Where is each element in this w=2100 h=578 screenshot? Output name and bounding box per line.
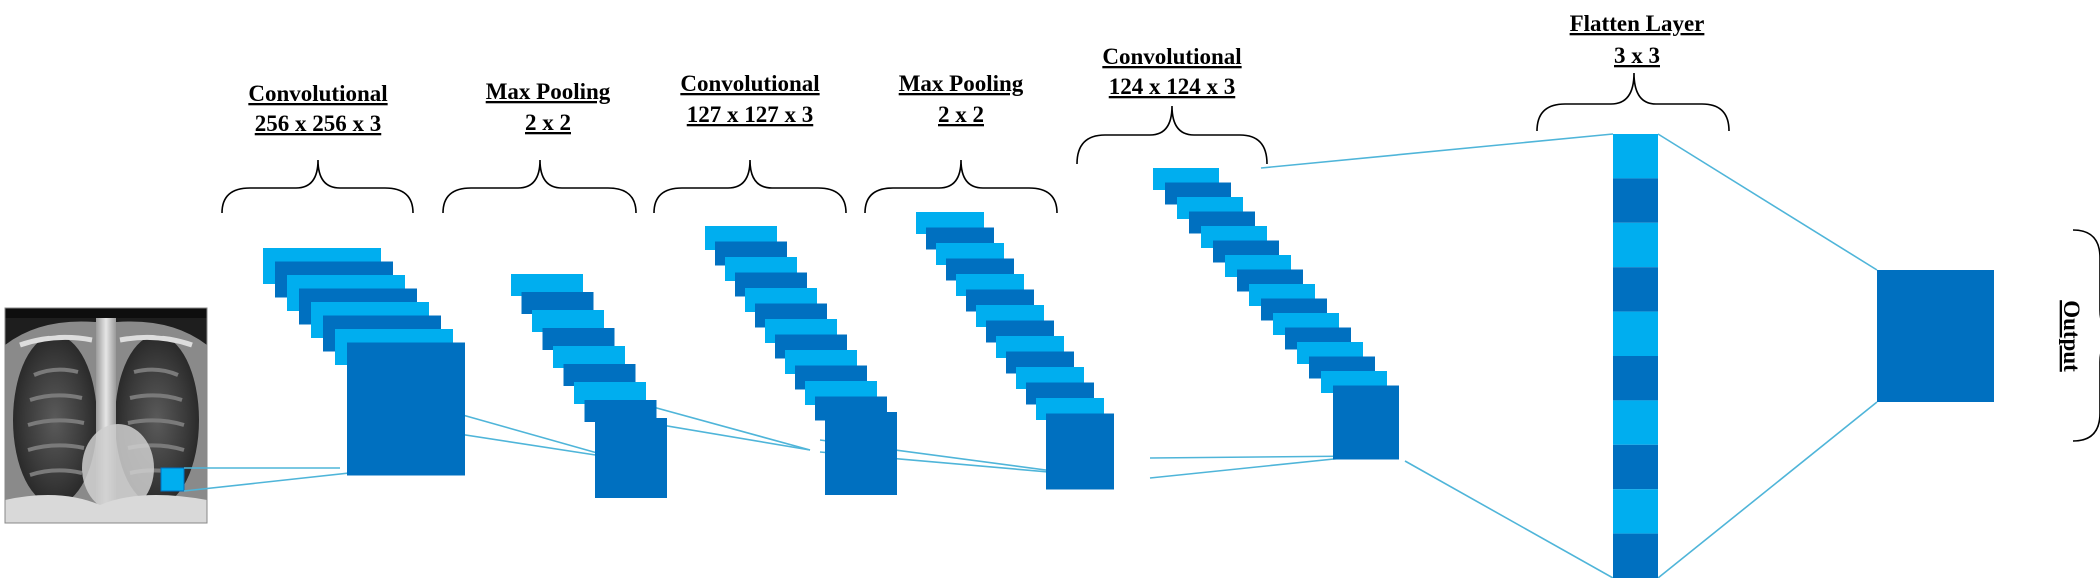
feature-map-stacks [263, 168, 1399, 498]
feature-map-layer [542, 328, 615, 350]
pool2-title: Max Pooling [899, 71, 1024, 96]
conv2-bracket [653, 159, 847, 214]
feature-map-layer [584, 400, 657, 422]
pool1-dims: 2 x 2 [525, 110, 571, 135]
flatten-cell [1613, 533, 1658, 578]
flatten-cell [1613, 400, 1658, 445]
pool2-dims: 2 x 2 [938, 102, 984, 127]
feature-map-front [347, 342, 465, 476]
feature-map-layer [521, 292, 594, 314]
feature-map-layer [532, 310, 604, 332]
brackets [221, 72, 2100, 442]
input-xray-image [4, 307, 208, 524]
conv3-dims: 124 x 124 x 3 [1109, 74, 1236, 99]
flatten-title: Flatten Layer [1570, 11, 1705, 36]
feature-map-layer [563, 364, 636, 386]
feature-map-layer [553, 346, 625, 368]
flatten-cell [1613, 134, 1658, 179]
pool1-title: Max Pooling [486, 79, 611, 104]
input-patch [160, 467, 185, 492]
feature-map-front [1333, 385, 1399, 460]
feature-map-front [825, 412, 897, 495]
flatten-cell [1613, 356, 1658, 401]
conv3-bracket [1076, 105, 1268, 165]
flatten-cell [1613, 178, 1658, 223]
feature-map-layer [574, 382, 646, 404]
pool2-bracket [864, 159, 1058, 214]
flatten-bracket [1536, 72, 1730, 132]
flatten-cell [1613, 311, 1658, 356]
output-bracket [2072, 229, 2100, 442]
output-block [1877, 270, 1994, 402]
pool1-stack [511, 274, 667, 498]
feature-map-layer [511, 274, 583, 296]
flatten-layer-column [1613, 134, 1658, 578]
conv2-title: Convolutional [680, 71, 819, 96]
flatten-cell [1613, 489, 1658, 534]
flatten-cell [1613, 267, 1658, 312]
conv2-dims: 127 x 127 x 3 [687, 102, 814, 127]
feature-map-front [595, 418, 667, 498]
conv1-title: Convolutional [248, 81, 387, 106]
pool1-bracket [442, 159, 637, 214]
flatten-cell [1613, 222, 1658, 268]
feature-map-front [1046, 413, 1114, 490]
conv3-stack [1153, 168, 1399, 460]
conv2-stack [705, 226, 897, 495]
conv1-stack [263, 248, 465, 476]
flatten-cell [1613, 444, 1658, 490]
pool2-stack [916, 212, 1114, 490]
conv3-title: Convolutional [1102, 44, 1241, 69]
conv1-dims: 256 x 256 x 3 [255, 111, 382, 136]
conv1-bracket [221, 159, 414, 214]
output-label: Output [2059, 300, 2084, 372]
flatten-dims: 3 x 3 [1614, 43, 1660, 68]
